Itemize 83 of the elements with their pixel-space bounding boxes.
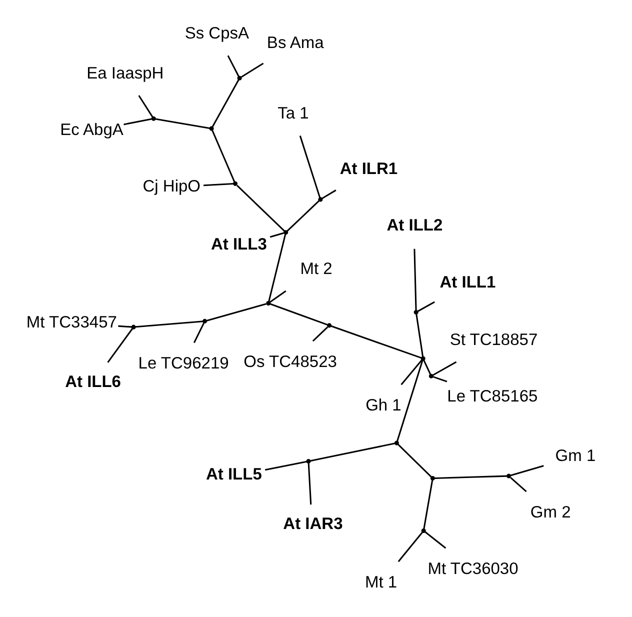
node-point bbox=[326, 323, 332, 328]
connector bbox=[286, 200, 320, 232]
connector bbox=[396, 360, 423, 442]
connector bbox=[330, 325, 422, 359]
node-text: At IAR3 bbox=[282, 515, 342, 534]
node-point bbox=[150, 116, 156, 121]
node-text: At ILL3 bbox=[210, 235, 266, 254]
node-point bbox=[506, 474, 511, 478]
connector bbox=[397, 532, 422, 562]
connector bbox=[269, 232, 284, 238]
node-text: At ILL1 bbox=[439, 273, 496, 292]
node-point bbox=[130, 324, 136, 330]
connector bbox=[422, 480, 433, 530]
connector bbox=[226, 55, 239, 77]
connector bbox=[432, 376, 447, 382]
connector bbox=[424, 531, 446, 549]
connector bbox=[510, 465, 544, 476]
connector bbox=[422, 360, 431, 375]
node-text: At ILL5 bbox=[205, 465, 262, 484]
connector bbox=[510, 477, 526, 492]
node-point bbox=[413, 310, 418, 315]
node-point bbox=[232, 181, 238, 186]
node-point bbox=[394, 440, 398, 446]
connector bbox=[269, 303, 328, 326]
connector bbox=[203, 183, 233, 186]
node-point bbox=[430, 476, 434, 481]
connector bbox=[432, 361, 456, 376]
connector bbox=[211, 130, 235, 182]
connector bbox=[264, 460, 306, 471]
node-text: At ILR1 bbox=[339, 160, 398, 178]
connector bbox=[434, 475, 506, 479]
node-text: Gm 2 bbox=[530, 503, 570, 522]
node-point bbox=[236, 76, 242, 80]
connector bbox=[400, 360, 422, 386]
connector bbox=[416, 301, 434, 312]
node-text: Gh 1 bbox=[365, 396, 401, 414]
node-point bbox=[266, 301, 270, 306]
node-point bbox=[428, 374, 433, 378]
connector bbox=[106, 328, 133, 363]
connector bbox=[397, 444, 432, 478]
node-text: Mt 1 bbox=[364, 573, 397, 592]
node-text: At ILL2 bbox=[386, 216, 442, 235]
node-point bbox=[202, 318, 207, 324]
node-text: Cj HipO bbox=[142, 177, 200, 196]
node-point bbox=[420, 356, 425, 361]
node-text: Ss CpsA bbox=[184, 24, 249, 42]
connector bbox=[413, 248, 416, 310]
node-text: Ta 1 bbox=[277, 104, 308, 123]
node-text: Os TC48523 bbox=[243, 352, 336, 371]
node-text: At ILL6 bbox=[64, 373, 121, 392]
node-text: Bs Ama bbox=[266, 34, 324, 52]
connector bbox=[138, 95, 153, 118]
connector bbox=[312, 326, 328, 342]
connector bbox=[134, 320, 203, 328]
connector bbox=[206, 303, 266, 322]
connector bbox=[240, 62, 264, 78]
node-point bbox=[306, 458, 310, 464]
connector bbox=[118, 325, 132, 328]
node-point bbox=[208, 126, 214, 131]
connector bbox=[307, 463, 312, 505]
connector bbox=[415, 314, 424, 357]
connector bbox=[268, 234, 286, 302]
connector bbox=[236, 184, 285, 232]
connector bbox=[310, 442, 394, 462]
node-text: Mt 2 bbox=[300, 260, 332, 278]
node-text: St TC18857 bbox=[449, 331, 538, 350]
node-text: Ea IaaspH bbox=[86, 64, 164, 82]
connector bbox=[321, 190, 336, 200]
node-text: Mt TC36030 bbox=[427, 560, 518, 578]
connector bbox=[211, 80, 239, 128]
node-text: Mt TC33457 bbox=[26, 313, 116, 332]
node-text: Gm 1 bbox=[554, 446, 596, 465]
node-text: Le TC85165 bbox=[446, 388, 538, 406]
node-point bbox=[283, 230, 288, 235]
node-text: Le TC96219 bbox=[138, 354, 228, 373]
connector bbox=[192, 322, 204, 344]
node-text: Ec AbgA bbox=[60, 121, 123, 140]
connector bbox=[123, 118, 152, 126]
connector bbox=[269, 290, 286, 303]
connector bbox=[154, 118, 210, 129]
node-point bbox=[318, 197, 322, 202]
node-point bbox=[420, 528, 426, 534]
connector bbox=[298, 136, 320, 198]
